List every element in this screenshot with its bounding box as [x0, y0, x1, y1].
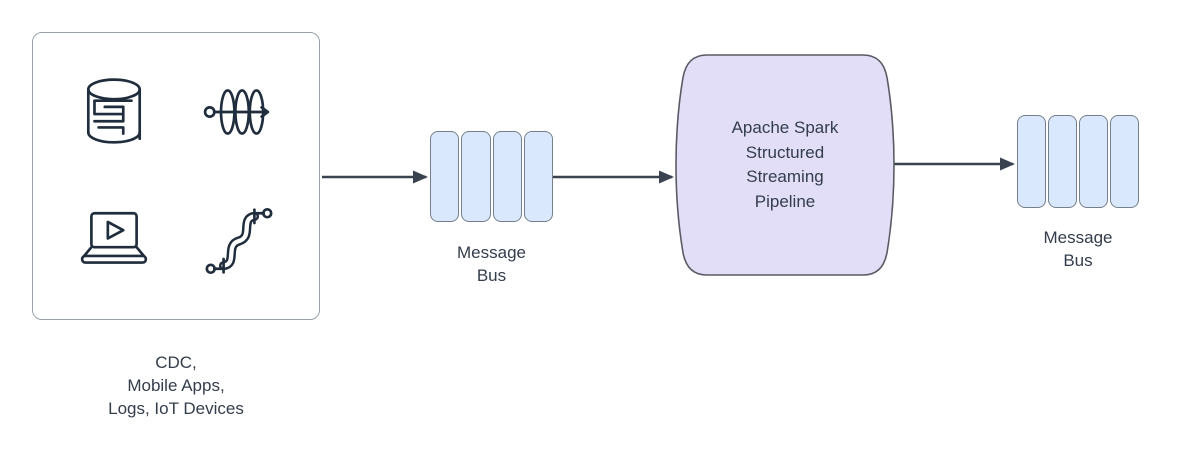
- message-bus-bar: [1110, 115, 1139, 208]
- message-bus-bar: [461, 131, 491, 222]
- message-bus-bar: [1017, 115, 1046, 208]
- message-bus-bar: [430, 131, 460, 222]
- bus-label-line: Bus: [476, 266, 507, 285]
- spark-pipeline-shape: [675, 54, 895, 276]
- spark-label-line: Structured: [745, 142, 825, 162]
- pipeline-connector-icon: [202, 204, 276, 278]
- spark-label-line: Apache Spark: [731, 118, 839, 137]
- message-bus-right-label: Message Bus: [987, 226, 1169, 272]
- spark-pipeline-label: Apache Spark Structured Streaming Pipeli…: [695, 53, 875, 277]
- source-label-line: Mobile Apps,: [127, 376, 225, 395]
- source-systems-node: [32, 32, 320, 320]
- message-bus-bar: [1048, 115, 1077, 208]
- message-bus-bar: [492, 131, 522, 222]
- message-bus-bar: [523, 131, 553, 222]
- message-bus-bar: [1079, 115, 1108, 208]
- message-bus-left-node: [430, 131, 553, 222]
- source-label-line: CDC,: [155, 353, 197, 372]
- bus-label-line: Message: [1043, 228, 1113, 247]
- spark-label-line: Pipeline: [754, 191, 816, 211]
- spark-label-line: Streaming: [746, 167, 824, 186]
- source-systems-label: CDC, Mobile Apps, Logs, IoT Devices: [32, 351, 320, 420]
- message-bus-right-node: [1017, 115, 1139, 208]
- event-stream-icon: [202, 75, 276, 149]
- laptop-play-icon: [77, 204, 151, 278]
- bus-label-line: Message: [457, 243, 526, 262]
- message-bus-left-label: Message Bus: [400, 241, 583, 287]
- database-icon: [77, 75, 151, 149]
- source-label-line: Logs, IoT Devices: [108, 399, 244, 418]
- bus-label-line: Bus: [1063, 251, 1093, 270]
- spark-pipeline-node: [675, 54, 895, 276]
